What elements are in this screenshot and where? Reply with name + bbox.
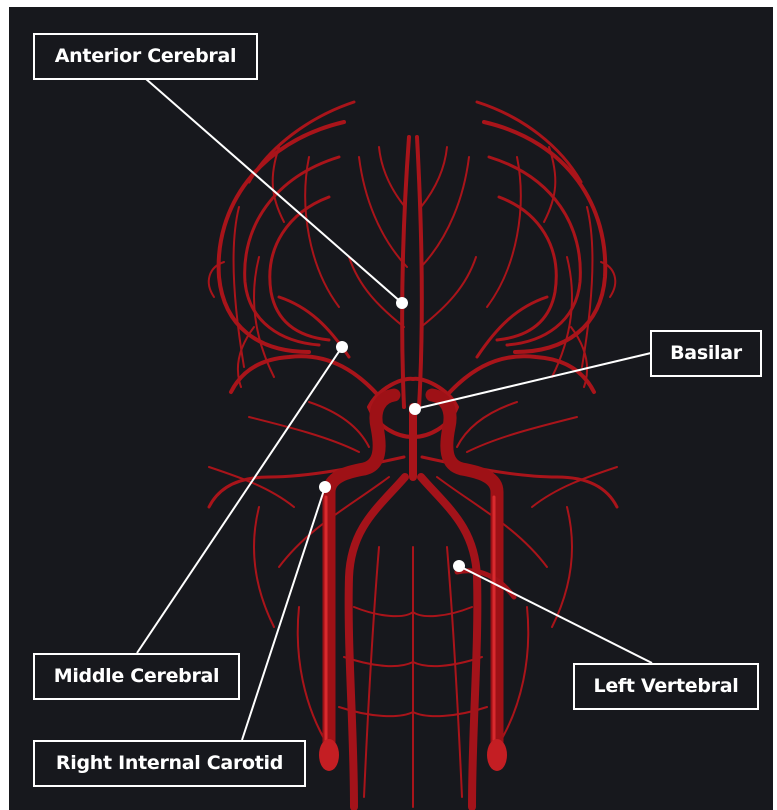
basilar-marker bbox=[409, 403, 421, 415]
right-carotid-stump bbox=[319, 739, 339, 771]
left-carotid-stump bbox=[487, 739, 507, 771]
left-vertebral-label: Left Vertebral bbox=[573, 663, 759, 710]
basilar-leader bbox=[415, 353, 651, 409]
right-internal-carotid-label: Right Internal Carotid bbox=[33, 740, 306, 787]
basilar-label: Basilar bbox=[650, 330, 762, 377]
anterior-cerebral-marker bbox=[396, 297, 408, 309]
middle-cerebral-marker bbox=[336, 341, 348, 353]
right-internal-carotid-marker bbox=[319, 481, 331, 493]
right-internal-carotid-leader bbox=[242, 487, 325, 740]
middle-cerebral-leader bbox=[137, 347, 342, 653]
left-vertebral-leader bbox=[459, 566, 652, 663]
major-trunk-vessels bbox=[326, 395, 514, 807]
anterior-cerebral-label: Anterior Cerebral bbox=[33, 33, 258, 80]
diagram-canvas: Anterior Cerebral Basilar Middle Cerebra… bbox=[9, 7, 773, 810]
left-vertebral-marker bbox=[453, 560, 465, 572]
anterior-cerebral-leader bbox=[146, 79, 402, 303]
middle-cerebral-label: Middle Cerebral bbox=[33, 653, 240, 700]
